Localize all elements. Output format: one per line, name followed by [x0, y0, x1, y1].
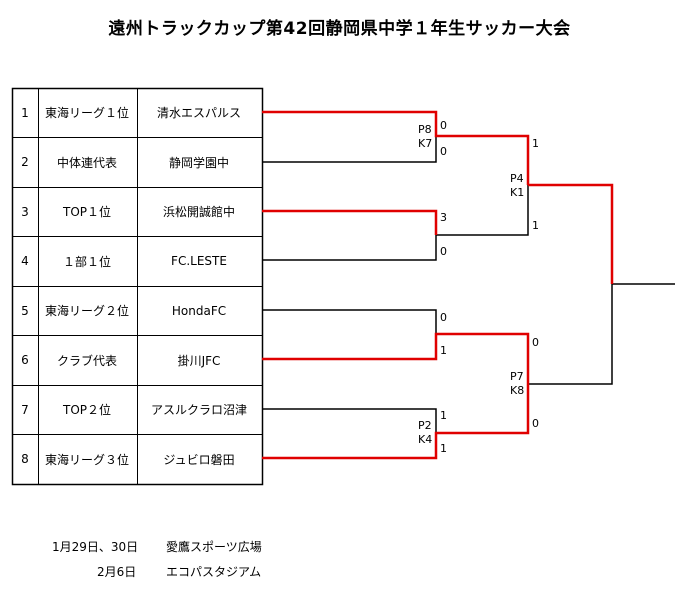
- match-score: 1: [532, 219, 539, 232]
- schedule-venue: 愛鷹スポーツ広場: [166, 540, 262, 554]
- row-number: 3: [21, 204, 29, 219]
- match-kickoff-label: K1: [510, 186, 525, 199]
- row-category: 中体連代表: [56, 155, 117, 170]
- row-category: 東海リーグ２位: [44, 304, 129, 318]
- row-category: 東海リーグ３位: [44, 452, 129, 467]
- row-category: 東海リーグ１位: [44, 106, 129, 120]
- match-score: 1: [440, 442, 447, 455]
- winner-line-final: [528, 183, 614, 284]
- schedule-date: 1月29日、30日: [52, 540, 139, 554]
- match-score: 1: [532, 137, 539, 150]
- row-number: 6: [21, 353, 29, 367]
- row-number: 5: [21, 303, 29, 318]
- match-score: 0: [532, 417, 539, 430]
- row-category: TOP２位: [62, 403, 111, 417]
- row-team: FC.LESTE: [171, 254, 227, 268]
- match-score: 0: [532, 336, 539, 349]
- bracket-line-team7: [262, 408, 437, 433]
- row-team: 掛川JFC: [177, 353, 221, 368]
- row-number: 4: [21, 254, 29, 268]
- bracket-line-team5: [262, 309, 437, 334]
- winner-line-team8: [262, 384, 530, 460]
- row-category: クラブ代表: [56, 353, 117, 368]
- match-pitch-label: P8: [418, 123, 432, 136]
- row-number: 8: [21, 452, 29, 466]
- winner-line-team6: [262, 332, 530, 384]
- bracket-line-final-lower: [528, 284, 613, 385]
- row-number: 7: [21, 402, 29, 417]
- schedule-date: 2月6日: [97, 565, 137, 579]
- row-team: HondaFC: [171, 303, 227, 318]
- match-kickoff-label: K7: [418, 137, 433, 150]
- row-team: 静岡学園中: [168, 155, 229, 170]
- row-team: 浜松開誠館中: [162, 205, 235, 219]
- bracket-line-semi-top-lower: [436, 185, 529, 236]
- match-score: 1: [440, 344, 447, 357]
- match-kickoff-label: K4: [418, 433, 433, 446]
- bracket-line-team4: [262, 235, 437, 261]
- row-team: ジュビロ磐田: [163, 452, 235, 467]
- row-number: 1: [21, 105, 29, 120]
- winner-line-team3: [262, 209, 438, 235]
- match-score: 0: [440, 119, 447, 132]
- row-category: TOP１位: [62, 205, 111, 219]
- match-score: 0: [440, 245, 447, 258]
- row-team: 清水エスパルス: [156, 106, 241, 120]
- match-pitch-label: P7: [510, 370, 524, 383]
- row-number: 2: [21, 155, 29, 169]
- schedule-venue: エコパスタジアム: [166, 565, 262, 579]
- winner-line-team1: [262, 110, 530, 185]
- match-pitch-label: P4: [510, 172, 524, 185]
- row-team: アスルクラロ沼津: [150, 403, 247, 417]
- match-score: 0: [440, 145, 447, 158]
- match-score: 0: [440, 311, 447, 324]
- match-score: 1: [440, 409, 447, 422]
- match-kickoff-label: K8: [510, 384, 525, 397]
- entry-table-grid: [11, 87, 264, 486]
- match-pitch-label: P2: [418, 419, 432, 432]
- match-score: 3: [440, 211, 447, 224]
- page-title: 遠州トラックカップ第42回静岡県中学１年生サッカー大会: [108, 19, 571, 39]
- row-category: １部１位: [62, 254, 111, 269]
- bracket-line-team2: [262, 136, 437, 163]
